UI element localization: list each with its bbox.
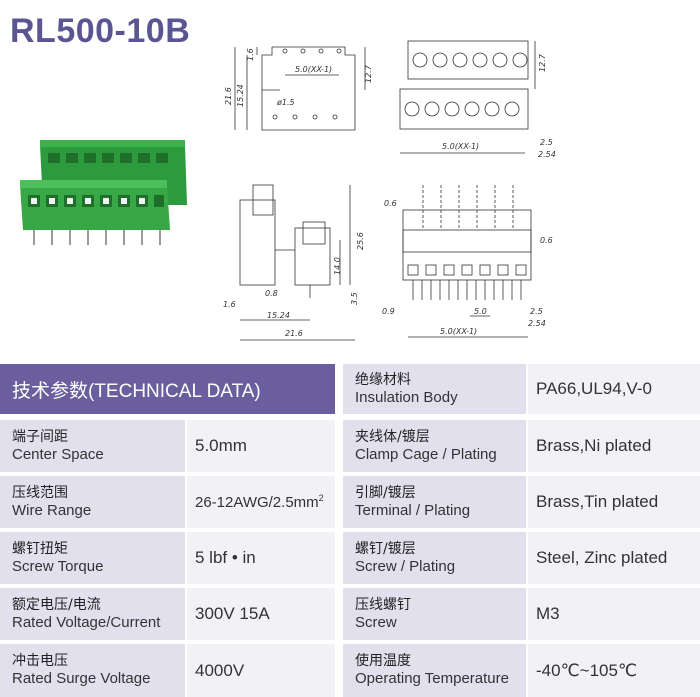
dim-end-0-6-a: 0.6 bbox=[384, 199, 397, 208]
dim-end-0-6-b: 0.6 bbox=[540, 236, 553, 245]
table-row: 冲击电压 Rated Surge Voltage 4000V 使用温度 Oper… bbox=[0, 644, 700, 697]
table-row: 额定电压/电流 Rated Voltage/Current 300V 15A 压… bbox=[0, 588, 700, 640]
dim-15-24: 15.24 bbox=[236, 84, 245, 107]
top-view-drawing: 21.6 15.24 1.6 12.7 5.0(XX-1) ø1.5 bbox=[224, 46, 373, 131]
technical-data-table: 技术参数(TECHNICAL DATA) 绝缘材料 Insulation Bod… bbox=[0, 364, 700, 697]
spec-value: PA66,UL94,V-0 bbox=[528, 364, 700, 414]
dim-side-15-24: 15.24 bbox=[267, 311, 290, 320]
spec-value: 4000V bbox=[187, 644, 335, 697]
spec-label: 螺钉/镀层 Screw / Plating bbox=[343, 532, 526, 584]
spec-label: 绝缘材料 Insulation Body bbox=[343, 364, 526, 414]
spec-value: 5 lbf • in bbox=[187, 532, 335, 584]
table-row: 技术参数(TECHNICAL DATA) 绝缘材料 Insulation Bod… bbox=[0, 364, 700, 414]
side-view-drawing: 25.6 14.0 0.8 3.5 1.6 15.24 21.6 bbox=[223, 184, 365, 341]
spec-label: 引脚/镀层 Terminal / Plating bbox=[343, 476, 526, 528]
spec-value: 300V 15A bbox=[187, 588, 335, 640]
dim-end-2-5: 2.5 bbox=[530, 307, 543, 316]
table-row: 端子间距 Center Space 5.0mm 夹线体/镀层 Clamp Cag… bbox=[0, 420, 700, 472]
dim-side-14-0: 14.0 bbox=[333, 257, 342, 275]
dim-side-21-6: 21.6 bbox=[285, 329, 303, 338]
spec-label: 端子间距 Center Space bbox=[0, 420, 185, 472]
spec-label: 压线螺钉 Screw bbox=[343, 588, 526, 640]
spec-label: 使用温度 Operating Temperature bbox=[343, 644, 526, 697]
spec-value: Brass,Ni plated bbox=[528, 420, 700, 472]
dim-21-6: 21.6 bbox=[224, 87, 233, 105]
dim-end-5-0: 5.0 bbox=[474, 307, 487, 316]
spec-label: 额定电压/电流 Rated Voltage/Current bbox=[0, 588, 185, 640]
spec-value: Brass,Tin plated bbox=[528, 476, 700, 528]
spec-label: 螺钉扭矩 Screw Torque bbox=[0, 532, 185, 584]
spec-label: 冲击电压 Rated Surge Voltage bbox=[0, 644, 185, 697]
spec-value: -40℃~105℃ bbox=[528, 644, 700, 697]
spec-label: 夹线体/镀层 Clamp Cage / Plating bbox=[343, 420, 526, 472]
dim-1-6: 1.6 bbox=[246, 48, 255, 61]
dim-top-pitch: 5.0(XX-1) bbox=[295, 65, 332, 74]
dim-front-12-7: 12.7 bbox=[538, 53, 547, 72]
spec-value: 5.0mm bbox=[187, 420, 335, 472]
dim-end-2-54: 2.54 bbox=[528, 319, 546, 328]
dim-side-25-6: 25.6 bbox=[356, 232, 365, 250]
end-view-drawing: 0.6 0.6 0.9 5.0 2.5 2.54 5.0(XX-1) bbox=[382, 185, 553, 338]
dim-side-1-6: 1.6 bbox=[223, 300, 236, 309]
product-photo bbox=[20, 140, 187, 245]
spec-value: Steel, Zinc plated bbox=[528, 532, 700, 584]
dim-side-0-8: 0.8 bbox=[265, 289, 278, 298]
dim-side-3-5: 3.5 bbox=[350, 292, 359, 305]
spec-value: M3 bbox=[528, 588, 700, 640]
dim-12-7: 12.7 bbox=[364, 64, 373, 83]
dim-end-0-9: 0.9 bbox=[382, 307, 395, 316]
table-row: 螺钉扭矩 Screw Torque 5 lbf • in 螺钉/镀层 Screw… bbox=[0, 532, 700, 584]
dim-front-pitch: 5.0(XX-1) bbox=[442, 142, 479, 151]
dim-hole: ø1.5 bbox=[276, 98, 295, 107]
spec-label: 压线范围 Wire Range bbox=[0, 476, 185, 528]
product-title: RL500-10B bbox=[10, 12, 191, 50]
dim-front-2-54: 2.54 bbox=[538, 150, 556, 159]
spec-value: 26-12AWG/2.5mm2 bbox=[187, 476, 335, 528]
table-row: 压线范围 Wire Range 26-12AWG/2.5mm2 引脚/镀层 Te… bbox=[0, 476, 700, 528]
dim-end-pitch: 5.0(XX-1) bbox=[440, 327, 477, 336]
dim-front-2-5: 2.5 bbox=[540, 138, 553, 147]
table-header: 技术参数(TECHNICAL DATA) bbox=[0, 364, 335, 414]
front-view-drawing: 5.0(XX-1) 2.5 2.54 12.7 bbox=[399, 40, 556, 159]
